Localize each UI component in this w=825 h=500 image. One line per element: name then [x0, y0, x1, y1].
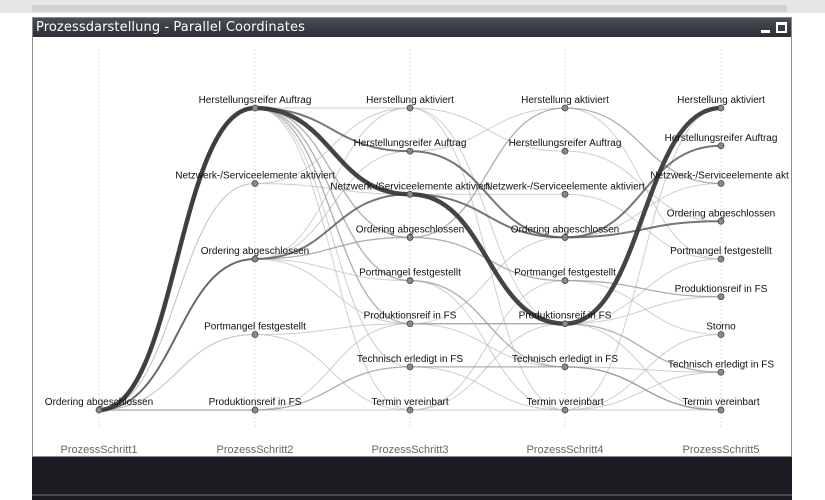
node-2-ordering-abgeschlossen[interactable] [251, 255, 259, 263]
node-5-netzwerk-serviceelemente-akt[interactable] [717, 180, 725, 187]
node-label-5-portmangel-festgestellt: Portmangel festgestellt [670, 246, 772, 257]
node-2-netzwerk-serviceelemente-aktiviert[interactable] [251, 180, 259, 187]
node-label-2-herstellungsreifer-auftrag: Herstellungsreifer Auftrag [199, 95, 312, 106]
panel-title: Prozessdarstellung - Parallel Coordinate… [36, 20, 305, 35]
node-label-3-technisch-erledigt-in-fs: Technisch erledigt in FS [357, 354, 463, 365]
node-4-produktionsreif-in-fs[interactable] [561, 320, 569, 328]
axis-title-1: ProzessSchritt1 [60, 444, 137, 456]
window-controls [761, 20, 787, 35]
node-label-2-portmangel-festgestellt: Portmangel festgestellt [204, 322, 306, 333]
node-label-5-herstellungsreifer-auftrag: Herstellungsreifer Auftrag [665, 133, 778, 144]
left-gutter [0, 13, 32, 500]
node-label-3-produktionsreif-in-fs: Produktionsreif in FS [364, 311, 457, 322]
node-label-3-ordering-abgeschlossen: Ordering abgeschlossen [356, 224, 464, 235]
node-2-produktionsreif-in-fs[interactable] [251, 406, 259, 414]
node-label-3-termin-vereinbart: Termin vereinbart [371, 397, 448, 408]
node-label-2-netzwerk-serviceelemente-aktiviert: Netzwerk-/Serviceelemente aktiviert [175, 171, 335, 182]
node-2-herstellungsreifer-auftrag[interactable] [251, 104, 259, 112]
node-label-4-netzwerk-serviceelemente-aktiviert: Netzwerk-/Serviceelemente aktiviert [485, 181, 645, 192]
node-5-technisch-erledigt-in-fs[interactable] [717, 368, 725, 376]
axis-title-3: ProzessSchritt3 [371, 444, 448, 456]
node-4-ordering-abgeschlossen[interactable] [561, 234, 569, 241]
node-label-5-technisch-erledigt-in-fs: Technisch erledigt in FS [668, 359, 774, 370]
node-4-netzwerk-serviceelemente-aktiviert[interactable] [561, 190, 569, 198]
minimize-icon[interactable] [761, 21, 771, 35]
node-label-4-produktionsreif-in-fs: Produktionsreif in FS [519, 311, 612, 322]
right-gutter [792, 13, 825, 500]
node-label-1-ordering-abgeschlossen: Ordering abgeschlossen [45, 397, 153, 408]
node-3-technisch-erledigt-in-fs[interactable] [406, 363, 414, 371]
axis-title-4: ProzessSchritt4 [526, 444, 603, 456]
node-5-portmangel-festgestellt[interactable] [717, 255, 725, 263]
top-scroll-track [32, 5, 787, 12]
node-label-5-herstellung-aktiviert: Herstellung aktiviert [677, 95, 765, 106]
axis-title-5: ProzessSchritt5 [682, 444, 759, 456]
node-label-3-herstellungsreifer-auftrag: Herstellungsreifer Auftrag [354, 138, 467, 149]
node-1-ordering-abgeschlossen[interactable] [95, 406, 103, 414]
node-3-herstellung-aktiviert[interactable] [406, 104, 414, 112]
node-label-4-ordering-abgeschlossen: Ordering abgeschlossen [511, 224, 619, 235]
node-4-herstellung-aktiviert[interactable] [561, 104, 569, 112]
node-label-4-portmangel-festgestellt: Portmangel festgestellt [514, 268, 616, 279]
node-label-4-technisch-erledigt-in-fs: Technisch erledigt in FS [512, 354, 618, 365]
node-3-produktionsreif-in-fs[interactable] [406, 320, 414, 328]
node-label-3-netzwerk-serviceelemente-aktiviert: Netzwerk-/Serviceelemente aktiviert [330, 181, 490, 192]
bottom-divider [32, 494, 792, 496]
node-5-storno[interactable] [717, 331, 725, 338]
node-2-portmangel-festgestellt[interactable] [251, 331, 259, 338]
node-5-herstellungsreifer-auftrag[interactable] [717, 142, 725, 150]
chart-panel: Prozessdarstellung - Parallel Coordinate… [32, 17, 792, 457]
node-label-5-produktionsreif-in-fs: Produktionsreif in FS [675, 284, 768, 295]
node-3-termin-vereinbart[interactable] [406, 406, 414, 414]
node-label-5-storno: Storno [706, 322, 736, 333]
node-3-portmangel-festgestellt[interactable] [406, 277, 414, 284]
node-label-4-termin-vereinbart: Termin vereinbart [526, 397, 603, 408]
node-label-2-ordering-abgeschlossen: Ordering abgeschlossen [201, 246, 309, 257]
panel-titlebar: Prozessdarstellung - Parallel Coordinate… [33, 18, 791, 37]
node-4-portmangel-festgestellt[interactable] [561, 277, 569, 284]
bottom-bar [32, 457, 792, 500]
node-4-technisch-erledigt-in-fs[interactable] [561, 363, 569, 371]
node-5-produktionsreif-in-fs[interactable] [717, 293, 725, 301]
node-label-4-herstellung-aktiviert: Herstellung aktiviert [521, 95, 609, 106]
node-label-3-portmangel-festgestellt: Portmangel festgestellt [359, 268, 461, 279]
node-5-termin-vereinbart[interactable] [717, 406, 725, 414]
node-label-2-produktionsreif-in-fs: Produktionsreif in FS [209, 397, 302, 408]
node-5-ordering-abgeschlossen[interactable] [717, 217, 725, 225]
node-3-ordering-abgeschlossen[interactable] [406, 234, 414, 241]
node-label-4-herstellungsreifer-auftrag: Herstellungsreifer Auftrag [509, 138, 622, 149]
node-3-netzwerk-serviceelemente-aktiviert[interactable] [406, 190, 414, 198]
node-label-5-netzwerk-serviceelemente-akt: Netzwerk-/Serviceelemente akt [650, 171, 789, 182]
node-4-herstellungsreifer-auftrag[interactable] [561, 147, 569, 155]
node-label-5-termin-vereinbart: Termin vereinbart [682, 397, 759, 408]
node-label-5-ordering-abgeschlossen: Ordering abgeschlossen [667, 208, 775, 219]
parallel-coordinates-chart: ProzessSchritt1 ProzessSchritt2 ProzessSch… [45, 49, 789, 456]
maximize-icon[interactable] [776, 22, 787, 33]
axis-title-2: ProzessSchritt2 [216, 444, 293, 456]
node-label-3-herstellung-aktiviert: Herstellung aktiviert [366, 95, 454, 106]
node-3-herstellungsreifer-auftrag[interactable] [406, 147, 414, 155]
process-path-16[interactable] [98, 333, 722, 411]
node-5-herstellung-aktiviert[interactable] [717, 104, 725, 112]
node-4-termin-vereinbart[interactable] [561, 406, 569, 414]
